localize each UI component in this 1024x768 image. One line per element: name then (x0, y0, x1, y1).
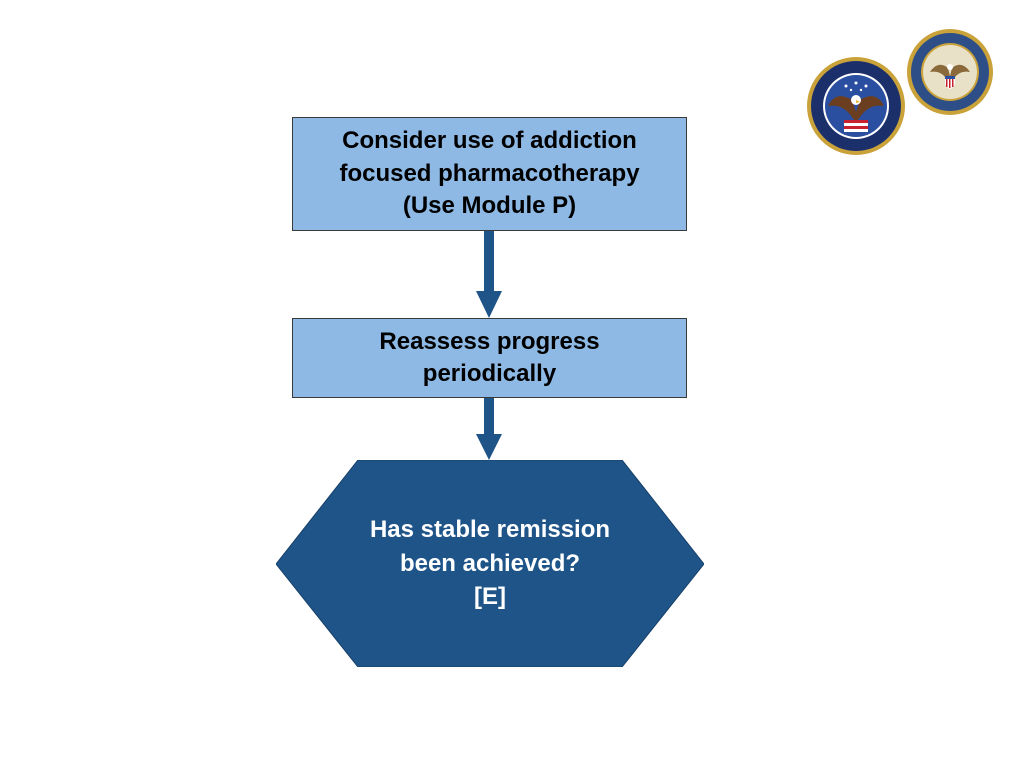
text-line: Reassess progress (379, 327, 600, 355)
text-line: focused pharmacotherapy (339, 159, 640, 187)
flow-arrow-down (476, 398, 502, 460)
decision-hexagon (276, 460, 704, 667)
flow-arrow-down (476, 231, 502, 318)
text-line: [E] (474, 583, 506, 611)
va-seal-logo (807, 57, 905, 155)
text-line: (Use Module P) (402, 192, 577, 220)
text-line: periodically (422, 360, 557, 387)
process-box-pharmacotherapy: Consider use of addiction focused pharma… (292, 117, 687, 231)
decision-text: Has stable remission been achieved? [E] (276, 460, 704, 667)
dod-seal-logo (907, 29, 993, 115)
text-line: Consider use of addiction (342, 127, 637, 155)
text-line: Has stable remission (369, 516, 611, 544)
process-box-reassess: Reassess progress periodically (292, 318, 687, 398)
process-box-text: Consider use of addiction focused pharma… (339, 125, 639, 222)
process-box-text: Reassess progress periodically (379, 326, 599, 391)
text-line: been achieved? (399, 549, 581, 577)
